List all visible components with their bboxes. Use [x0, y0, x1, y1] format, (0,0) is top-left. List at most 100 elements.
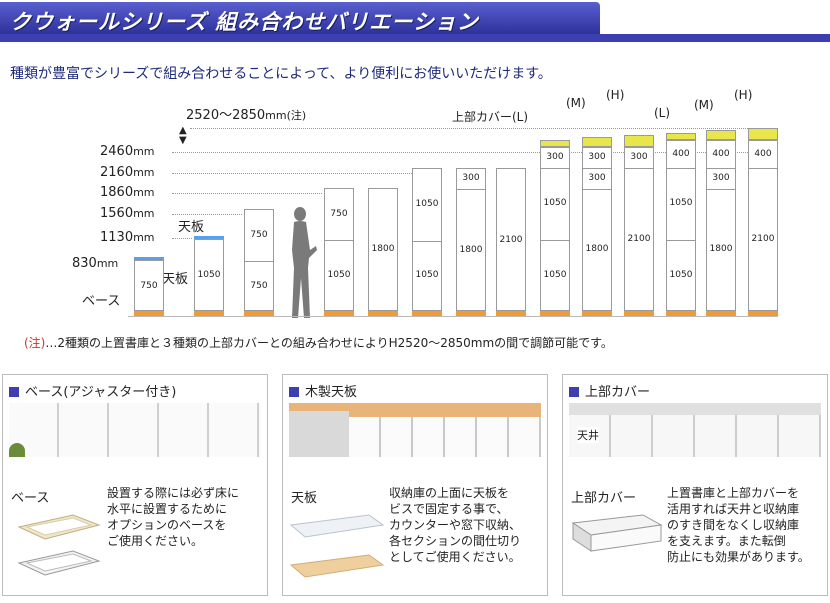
cabinet-divider — [667, 240, 695, 241]
tenban-top — [134, 257, 164, 260]
page-title: クウォールシリーズ 組み合わせバリエーション — [10, 10, 479, 34]
line-2460 — [172, 152, 772, 153]
floor-line — [128, 316, 778, 317]
range-label: 2520〜2850mm(注) — [186, 104, 306, 123]
base-block — [134, 311, 164, 316]
cabinet-section-label: 300 — [588, 152, 606, 162]
line-2160 — [172, 173, 412, 174]
base-photo — [9, 403, 261, 457]
cabinet-section-label: 1050 — [327, 270, 351, 280]
cabinet-11: 300 2100 — [624, 147, 654, 311]
cabinet-9: 300 1050 1050 — [540, 147, 570, 311]
cabinet-2: 1050 — [194, 239, 224, 311]
cabinet-section-label: 300 — [546, 152, 564, 162]
cabinet-divider — [457, 189, 485, 190]
cabinet-section-label: 1800 — [709, 244, 733, 254]
line-1860 — [172, 193, 322, 194]
panel-cover-label: 上部カバー — [571, 491, 637, 506]
cabinet-divider — [707, 189, 735, 190]
cabinet-section-label: 1800 — [459, 245, 483, 255]
panel-cover-text: 上置書庫と上部カバーを活用すれば天井と収納庫のすき間をなくし収納庫を支えます。ま… — [667, 486, 810, 564]
line-1130 — [172, 238, 192, 239]
cover-label-2: (H) — [606, 88, 625, 102]
base-block — [456, 311, 486, 316]
height-2460: 2460mm — [100, 144, 155, 159]
line-1560 — [172, 214, 242, 215]
base-block — [368, 311, 398, 316]
panel-tenban-title: 木製天板 — [289, 381, 357, 400]
range-arrow-icon: ▲▼ — [179, 125, 187, 146]
square-bullet-icon — [569, 387, 579, 397]
cabinet-section-label: 1050 — [415, 199, 439, 209]
cabinet-1: 750 — [134, 260, 164, 311]
cover-label-L: 上部カバー(L) — [452, 110, 529, 124]
person-silhouette-icon — [292, 207, 317, 318]
note-mark: (注) — [24, 336, 46, 350]
cabinet-section-label: 1050 — [543, 198, 567, 208]
base-block — [412, 311, 442, 316]
cabinet-section-label: 300 — [630, 152, 648, 162]
base-block — [540, 311, 570, 316]
cabinet-section-label: 750 — [140, 281, 158, 291]
panel-tenban-text: 収納庫の上面に天板をビスで固定する事で、カウンターや窓下収納、各セクションの間仕… — [389, 486, 522, 564]
cover-label-5: (H) — [734, 88, 753, 102]
cabinet-divider — [413, 241, 441, 242]
cabinet-divider — [625, 168, 653, 169]
panel-base-label: ベース — [11, 491, 50, 506]
cabinet-section-label: 2100 — [627, 234, 651, 244]
panel-base: ベース(アジャスター付き) ベース 設置する際には必ず床に水平に設置するためにオ… — [2, 374, 268, 596]
top-cover — [624, 135, 654, 147]
cabinet-5: 1800 — [368, 188, 398, 311]
cabinet-section-label: 1800 — [585, 244, 609, 254]
base-block — [748, 311, 778, 316]
cover-label-4: (M) — [694, 98, 714, 112]
combination-diagram: 2520〜2850mm(注) ▲▼ 2460mm 2160mm 1860mm 1… — [72, 88, 778, 318]
base-block — [706, 311, 736, 316]
cabinet-section-label: 400 — [712, 149, 730, 159]
cabinet-section-label: 1050 — [197, 270, 221, 280]
range-unit: mm(注) — [265, 109, 307, 122]
base-block — [324, 311, 354, 316]
cabinet-divider — [541, 168, 569, 169]
cabinet-divider — [583, 189, 611, 190]
base-block — [582, 311, 612, 316]
top-cover — [748, 128, 778, 140]
cabinet-divider — [325, 240, 353, 241]
cover-image — [571, 514, 663, 552]
tenban-label-small: 天板 — [162, 272, 189, 287]
panel-cover-label-ceiling: 天井 — [577, 427, 599, 443]
range-value: 2520〜2850 — [186, 108, 266, 123]
cabinet-section-label: 1050 — [543, 270, 567, 280]
panel-base-title: ベース(アジャスター付き) — [9, 381, 176, 400]
height-830: 830mm — [72, 256, 119, 271]
cabinet-divider — [583, 168, 611, 169]
panel-tenban: 木製天板 天板 収納庫の上面に天板をビスで固定する事で、カウンターや窓下収納、各… — [282, 374, 548, 596]
intro-text: 種類が豊富でシリーズで組み合わせることによって、より便利にお使いいただけます。 — [10, 66, 552, 82]
tenban-board-image — [289, 514, 385, 578]
square-bullet-icon — [289, 387, 299, 397]
height-1130: 1130mm — [100, 230, 155, 245]
panel-cover-title: 上部カバー — [569, 381, 650, 400]
base-label: ベース — [82, 294, 121, 309]
cabinet-section-label: 300 — [462, 173, 480, 183]
title-underline — [0, 34, 830, 42]
height-1560: 1560mm — [100, 206, 155, 221]
tenban-top — [194, 236, 224, 239]
base-block — [194, 311, 224, 316]
tenban-label: 天板 — [178, 220, 205, 235]
cabinet-section-label: 1050 — [669, 198, 693, 208]
range-top-line — [190, 128, 770, 129]
cover-label-1: (M) — [566, 96, 586, 110]
cabinet-section-label: 1050 — [415, 270, 439, 280]
cabinet-divider — [707, 168, 735, 169]
cabinet-divider — [667, 168, 695, 169]
height-2160: 2160mm — [100, 165, 155, 180]
tenban-photo — [289, 403, 541, 457]
cabinet-6: 1050 1050 — [412, 168, 442, 311]
base-block — [244, 311, 274, 316]
